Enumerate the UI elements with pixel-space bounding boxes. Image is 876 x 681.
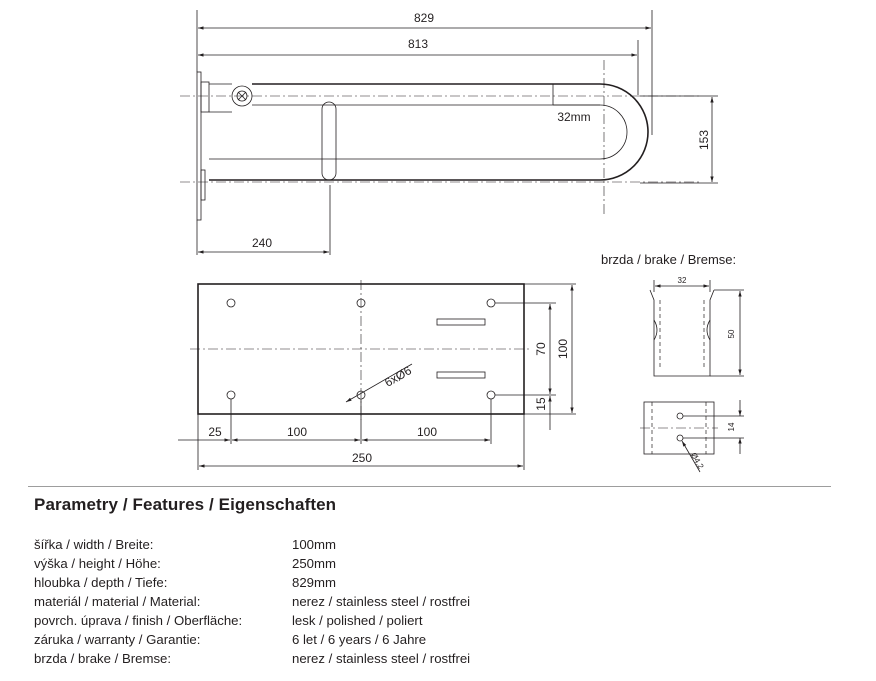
feature-value: nerez / stainless steel / rostfrei [292, 651, 471, 666]
feature-row-width: šířka / width / Breite: 100mm [34, 535, 470, 554]
brake-slot: 14 [727, 422, 736, 431]
dim-overall-length: 829 [414, 11, 434, 25]
dim-support-position: 240 [252, 236, 272, 250]
features-list: šířka / width / Breite: 100mm výška / he… [34, 535, 470, 668]
feature-label: materiál / material / Material: [34, 594, 201, 609]
feature-value: 6 let / 6 years / 6 Jahre [292, 632, 427, 647]
feature-row-height: výška / height / Höhe: 250mm [34, 554, 470, 573]
feature-value: 829mm [292, 575, 336, 590]
dim-hole-bottom-offset: 15 [534, 397, 548, 411]
dim-height: 153 [697, 130, 711, 150]
wall-plate-view: 6xØ6 25 100 100 250 70 15 100 [178, 280, 576, 470]
feature-value: 100mm [292, 537, 336, 552]
section-divider [28, 486, 831, 487]
dim-hole-spacing-1: 100 [287, 425, 307, 439]
feature-value: 250mm [292, 556, 336, 571]
feature-row-warranty: záruka / warranty / Garantie: 6 let / 6 … [34, 630, 470, 649]
feature-label: výška / height / Höhe: [34, 556, 161, 571]
feature-label: šířka / width / Breite: [34, 537, 154, 552]
dim-inner-length: 813 [408, 37, 428, 51]
grab-bar-top-view: 829 813 153 32mm 240 [180, 10, 718, 255]
dim-plate-edge-offset: 25 [208, 425, 222, 439]
feature-row-material: materiál / material / Material: nerez / … [34, 592, 470, 611]
dim-hole-callout: 6xØ6 [382, 363, 414, 390]
feature-row-depth: hloubka / depth / Tiefe: 829mm [34, 573, 470, 592]
feature-label: brzda / brake / Bremse: [34, 651, 172, 666]
technical-drawing: 829 813 153 32mm 240 6xØ6 [178, 10, 744, 473]
feature-row-brake: brzda / brake / Bremse: nerez / stainles… [34, 649, 470, 668]
dim-tube-diameter: 32mm [557, 110, 590, 124]
brake-height: 50 [727, 329, 736, 338]
feature-label: povrch. úprava / finish / Oberfläche: [34, 613, 243, 628]
dim-plate-height: 100 [556, 339, 570, 359]
feature-label: záruka / warranty / Garantie: [34, 632, 201, 647]
dim-hole-spacing-2: 100 [417, 425, 437, 439]
brake-detail: brzda / brake / Bremse: 32 50 14 Ø4,2 [601, 252, 744, 473]
dim-hole-row-distance: 70 [534, 342, 548, 356]
feature-row-finish: povrch. úprava / finish / Oberfläche: le… [34, 611, 470, 630]
brake-title: brzda / brake / Bremse: [601, 252, 736, 267]
feature-value: nerez / stainless steel / rostfrei [292, 594, 471, 609]
brake-width: 32 [678, 276, 687, 285]
feature-value: lesk / polished / poliert [292, 613, 423, 628]
dim-plate-width: 250 [352, 451, 372, 465]
features-title: Parametry / Features / Eigenschaften [34, 495, 337, 514]
feature-label: hloubka / depth / Tiefe: [34, 575, 168, 590]
